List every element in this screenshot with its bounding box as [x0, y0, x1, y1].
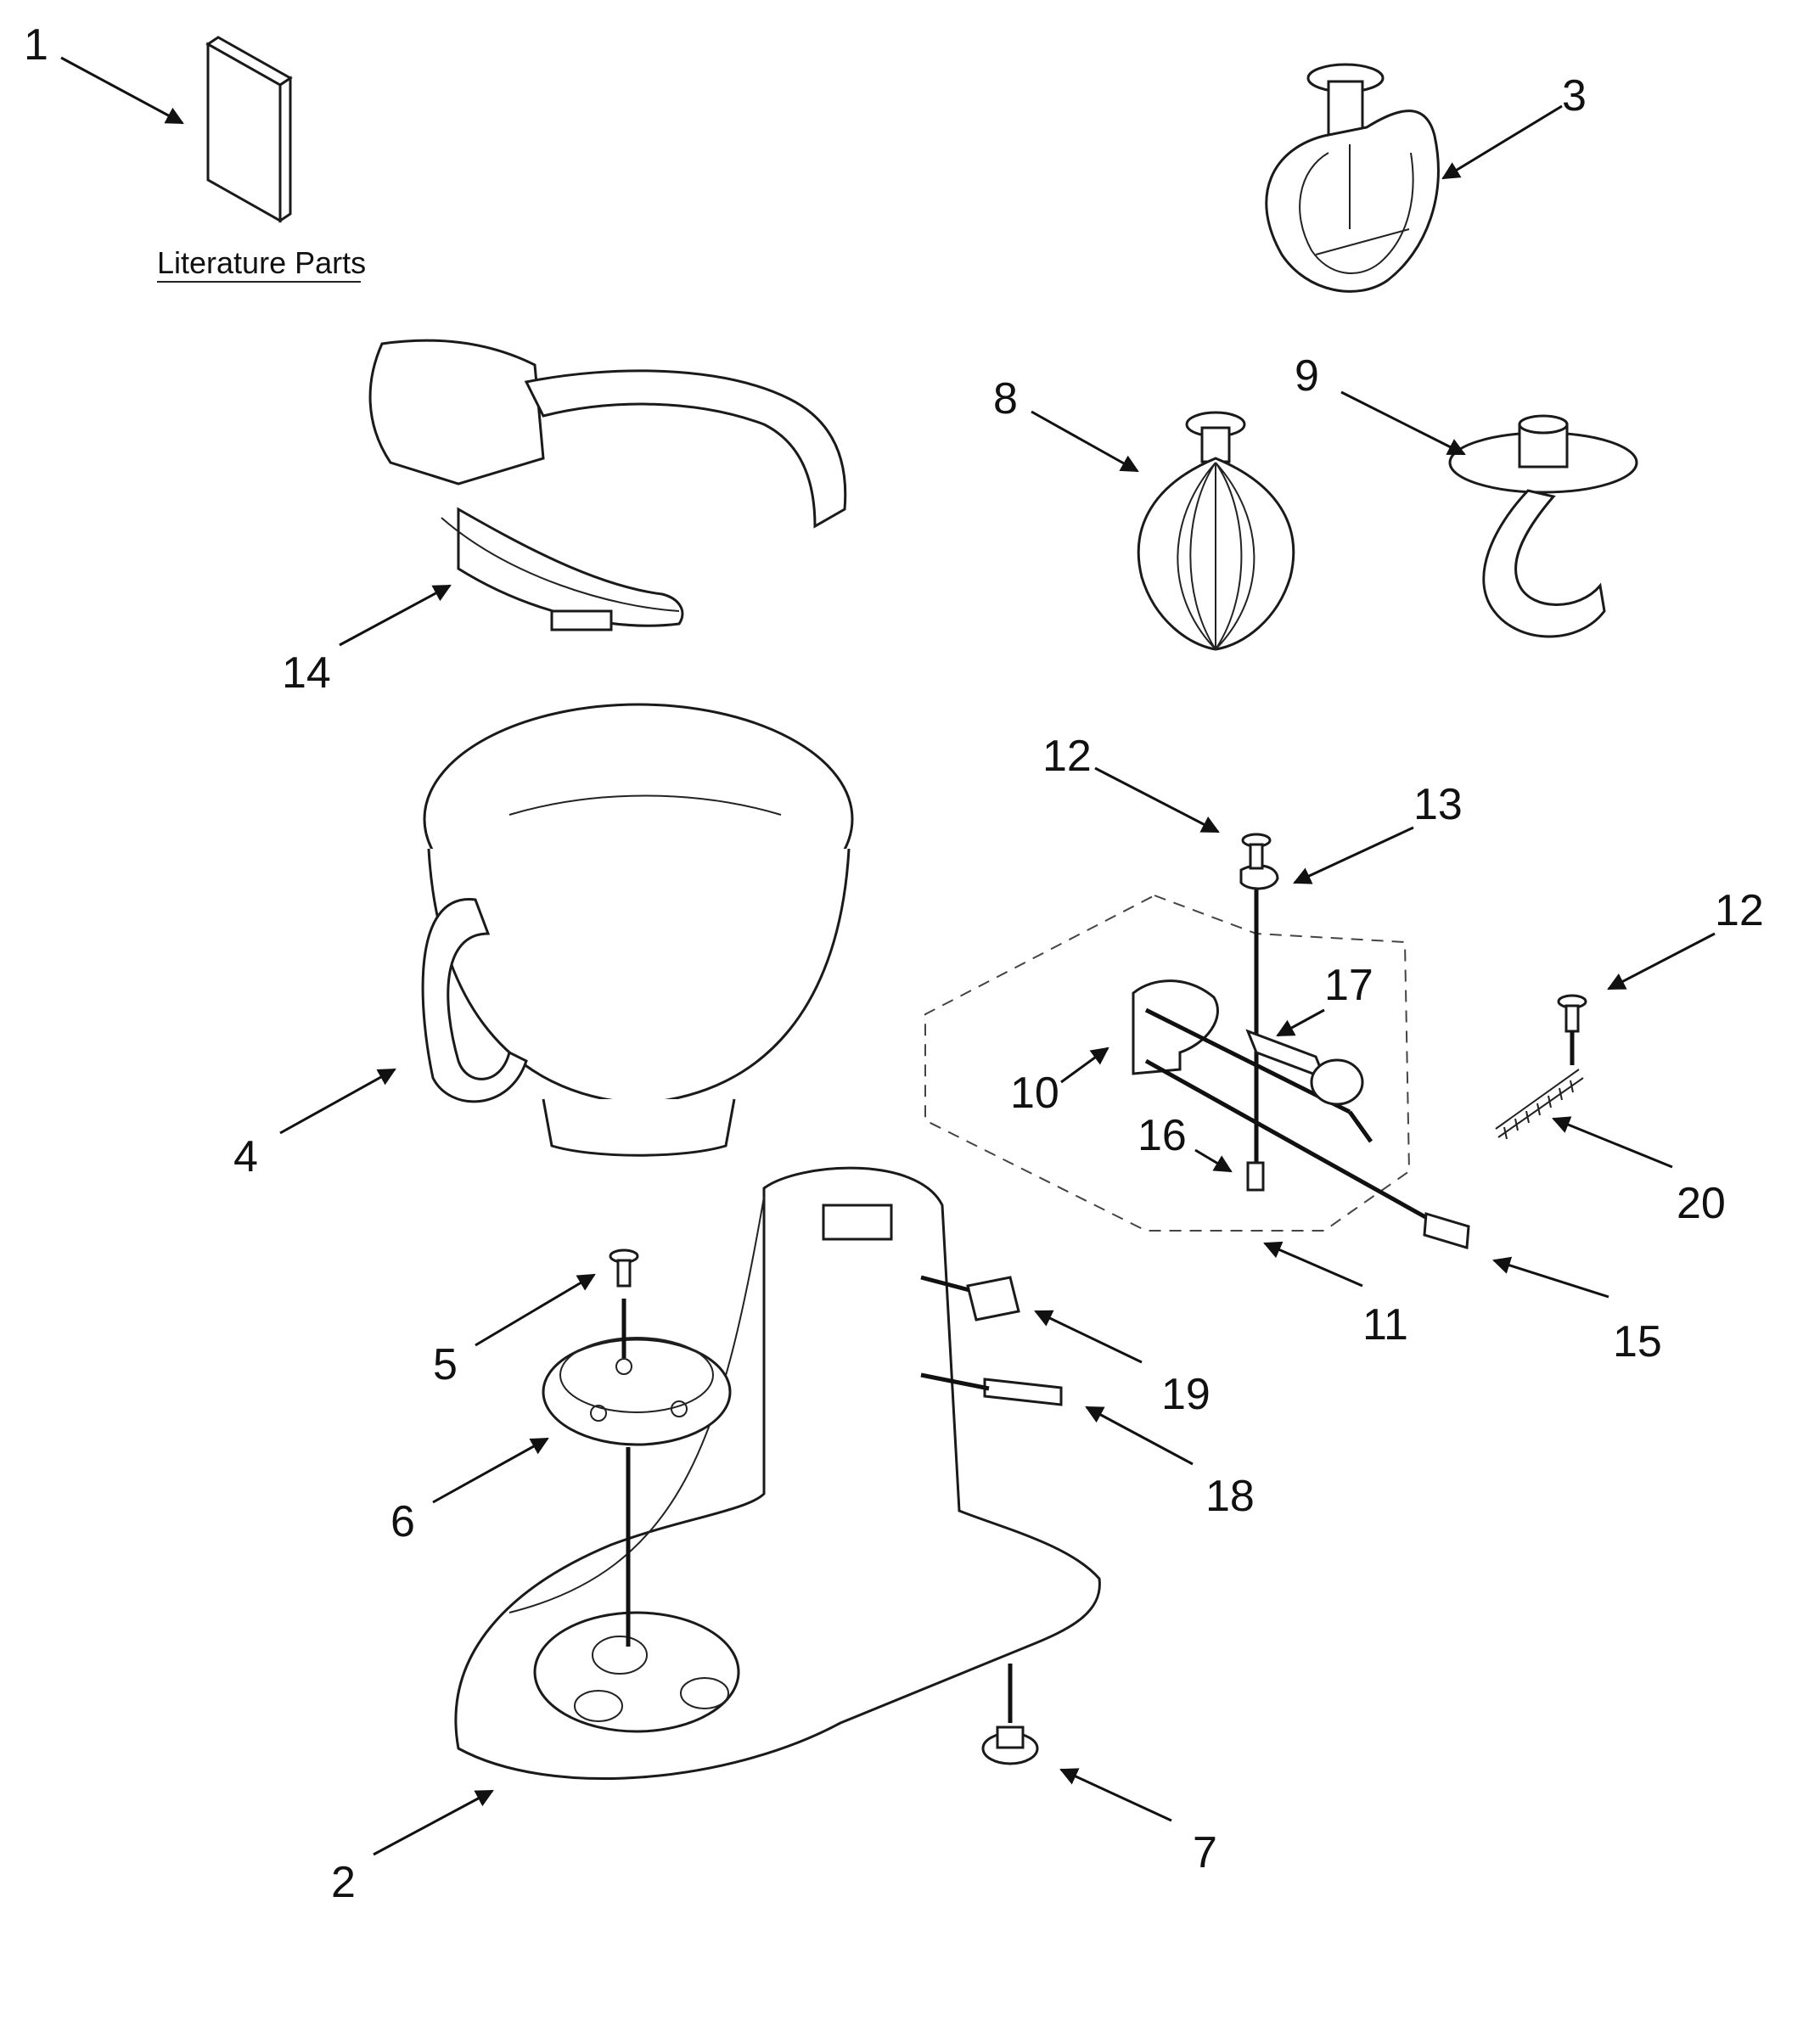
- clamp-plate: [542, 1337, 732, 1446]
- wire-whip: [1137, 411, 1295, 651]
- callout-7: 7: [1193, 1828, 1217, 1877]
- rod-bend: [1347, 1110, 1373, 1143]
- callout-14: 14: [282, 648, 331, 698]
- callout-4: 4: [233, 1132, 258, 1181]
- hinge-pin: [920, 1372, 1063, 1406]
- callout-9: 9: [1295, 351, 1319, 401]
- callout-8: 8: [993, 374, 1018, 424]
- callout-15: 15: [1613, 1317, 1662, 1366]
- callout-12a: 12: [1042, 732, 1092, 781]
- rod-lower: [1144, 1058, 1436, 1225]
- callout-5: 5: [433, 1340, 458, 1389]
- literature-caption: Literature Parts: [157, 245, 366, 280]
- lever-arm: [1245, 1029, 1364, 1106]
- callout-3: 3: [1562, 71, 1587, 121]
- callout-16: 16: [1138, 1111, 1187, 1160]
- screw-12-left: [1241, 833, 1272, 870]
- mixer-base: [454, 1166, 1101, 1781]
- screw-5: [609, 1249, 639, 1288]
- dough-hook: [1448, 414, 1638, 638]
- callout-18: 18: [1205, 1472, 1255, 1521]
- callout-10: 10: [1010, 1069, 1059, 1118]
- callout-2: 2: [331, 1858, 356, 1907]
- mixing-bowl: [421, 703, 854, 1157]
- literature-part: [205, 36, 293, 223]
- callout-20: 20: [1677, 1179, 1726, 1228]
- callout-11: 11: [1362, 1300, 1408, 1350]
- callout-13: 13: [1413, 780, 1463, 829]
- spring: [1495, 1069, 1584, 1140]
- callout-19: 19: [1161, 1370, 1211, 1419]
- threaded-shaft: [1423, 1212, 1470, 1249]
- hinge-cover: [920, 1275, 1020, 1322]
- callout-1: 1: [24, 20, 48, 70]
- lever-pin: [1246, 1161, 1265, 1192]
- flat-beater: [1265, 63, 1440, 293]
- pouring-shield: [368, 339, 847, 631]
- rubber-foot: [981, 1664, 1039, 1765]
- lever-bracket: [1132, 979, 1219, 1075]
- assembly-11-outline: [924, 894, 1411, 1232]
- callout-6: 6: [390, 1497, 415, 1546]
- callout-12b: 12: [1715, 886, 1764, 935]
- leader-lines: [60, 56, 1716, 1856]
- callout-17: 17: [1324, 961, 1373, 1010]
- screw-12-right: [1557, 994, 1587, 1033]
